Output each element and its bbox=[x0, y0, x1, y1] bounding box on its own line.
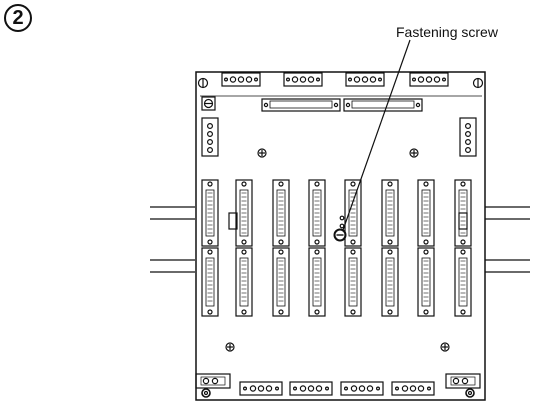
fastening-screw-label: Fastening screw bbox=[396, 24, 498, 40]
module-slot bbox=[454, 179, 472, 247]
module-slot bbox=[381, 179, 399, 247]
module-slot bbox=[308, 247, 326, 317]
board-outline bbox=[195, 71, 486, 401]
module-slot bbox=[344, 247, 362, 317]
step-number-badge: 2 bbox=[4, 4, 32, 32]
step-number: 2 bbox=[12, 7, 24, 29]
module-slot bbox=[201, 247, 219, 317]
module-slot bbox=[235, 179, 253, 247]
side-components bbox=[201, 96, 477, 157]
wide-connectors bbox=[261, 98, 423, 112]
module-slot bbox=[272, 179, 290, 247]
module-slot bbox=[454, 247, 472, 317]
connector-icon bbox=[221, 72, 449, 87]
bottom-connectors bbox=[195, 373, 481, 396]
module-slot bbox=[235, 247, 253, 317]
din-rail-bottom bbox=[150, 259, 530, 273]
din-rail-top bbox=[150, 206, 530, 220]
module-slot bbox=[201, 179, 219, 247]
mounting-hole-icon bbox=[197, 77, 484, 398]
module-slot bbox=[417, 179, 435, 247]
module-slot bbox=[417, 247, 435, 317]
rail-clips bbox=[228, 212, 468, 230]
screw-icon bbox=[225, 148, 450, 352]
module-slot bbox=[381, 247, 399, 317]
module-slot bbox=[308, 179, 326, 247]
module-slot bbox=[272, 247, 290, 317]
module-slot bbox=[344, 179, 362, 247]
callout-leader-line bbox=[342, 39, 411, 231]
module-slot-rows bbox=[201, 179, 472, 317]
